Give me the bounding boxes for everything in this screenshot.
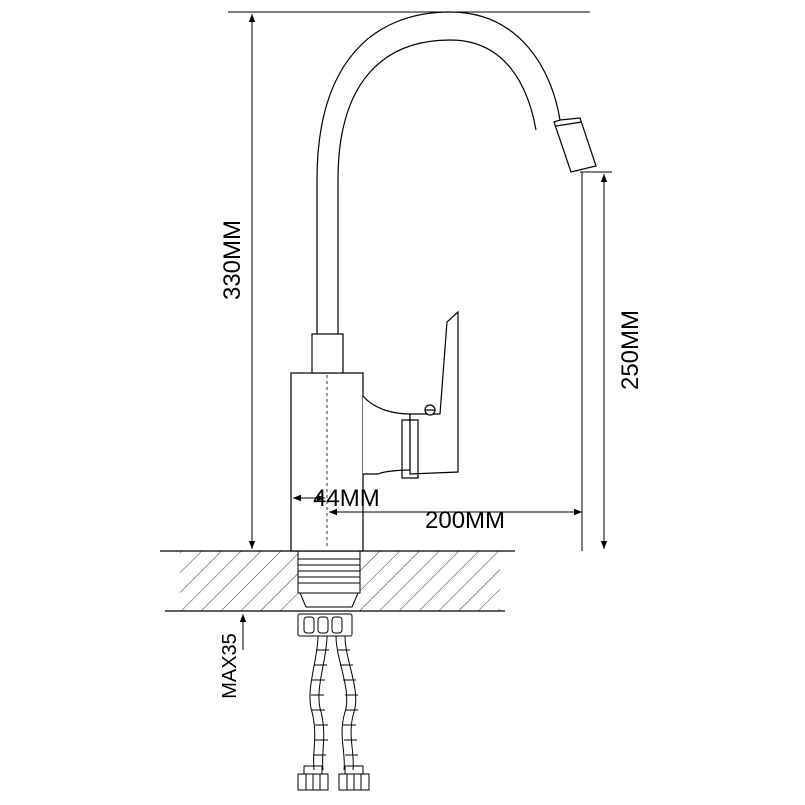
dimension-lines	[228, 11, 612, 650]
max-thickness-label: MAX35	[219, 633, 241, 699]
flexible-hoses	[309, 635, 358, 771]
total-height-label: 330MM	[219, 220, 246, 300]
fixing-nut	[297, 613, 353, 637]
faucet-body	[290, 372, 364, 552]
spout-collar	[311, 333, 344, 374]
hose-fittings	[297, 765, 370, 791]
body-width-label: 44MM	[313, 485, 380, 512]
lever-handle	[362, 310, 459, 479]
gooseneck-spout	[316, 11, 597, 334]
threaded-shank	[297, 550, 361, 608]
spout-reach-label: 200MM	[425, 507, 505, 534]
spout-height-label: 250MM	[617, 310, 644, 390]
countertop	[160, 550, 515, 612]
